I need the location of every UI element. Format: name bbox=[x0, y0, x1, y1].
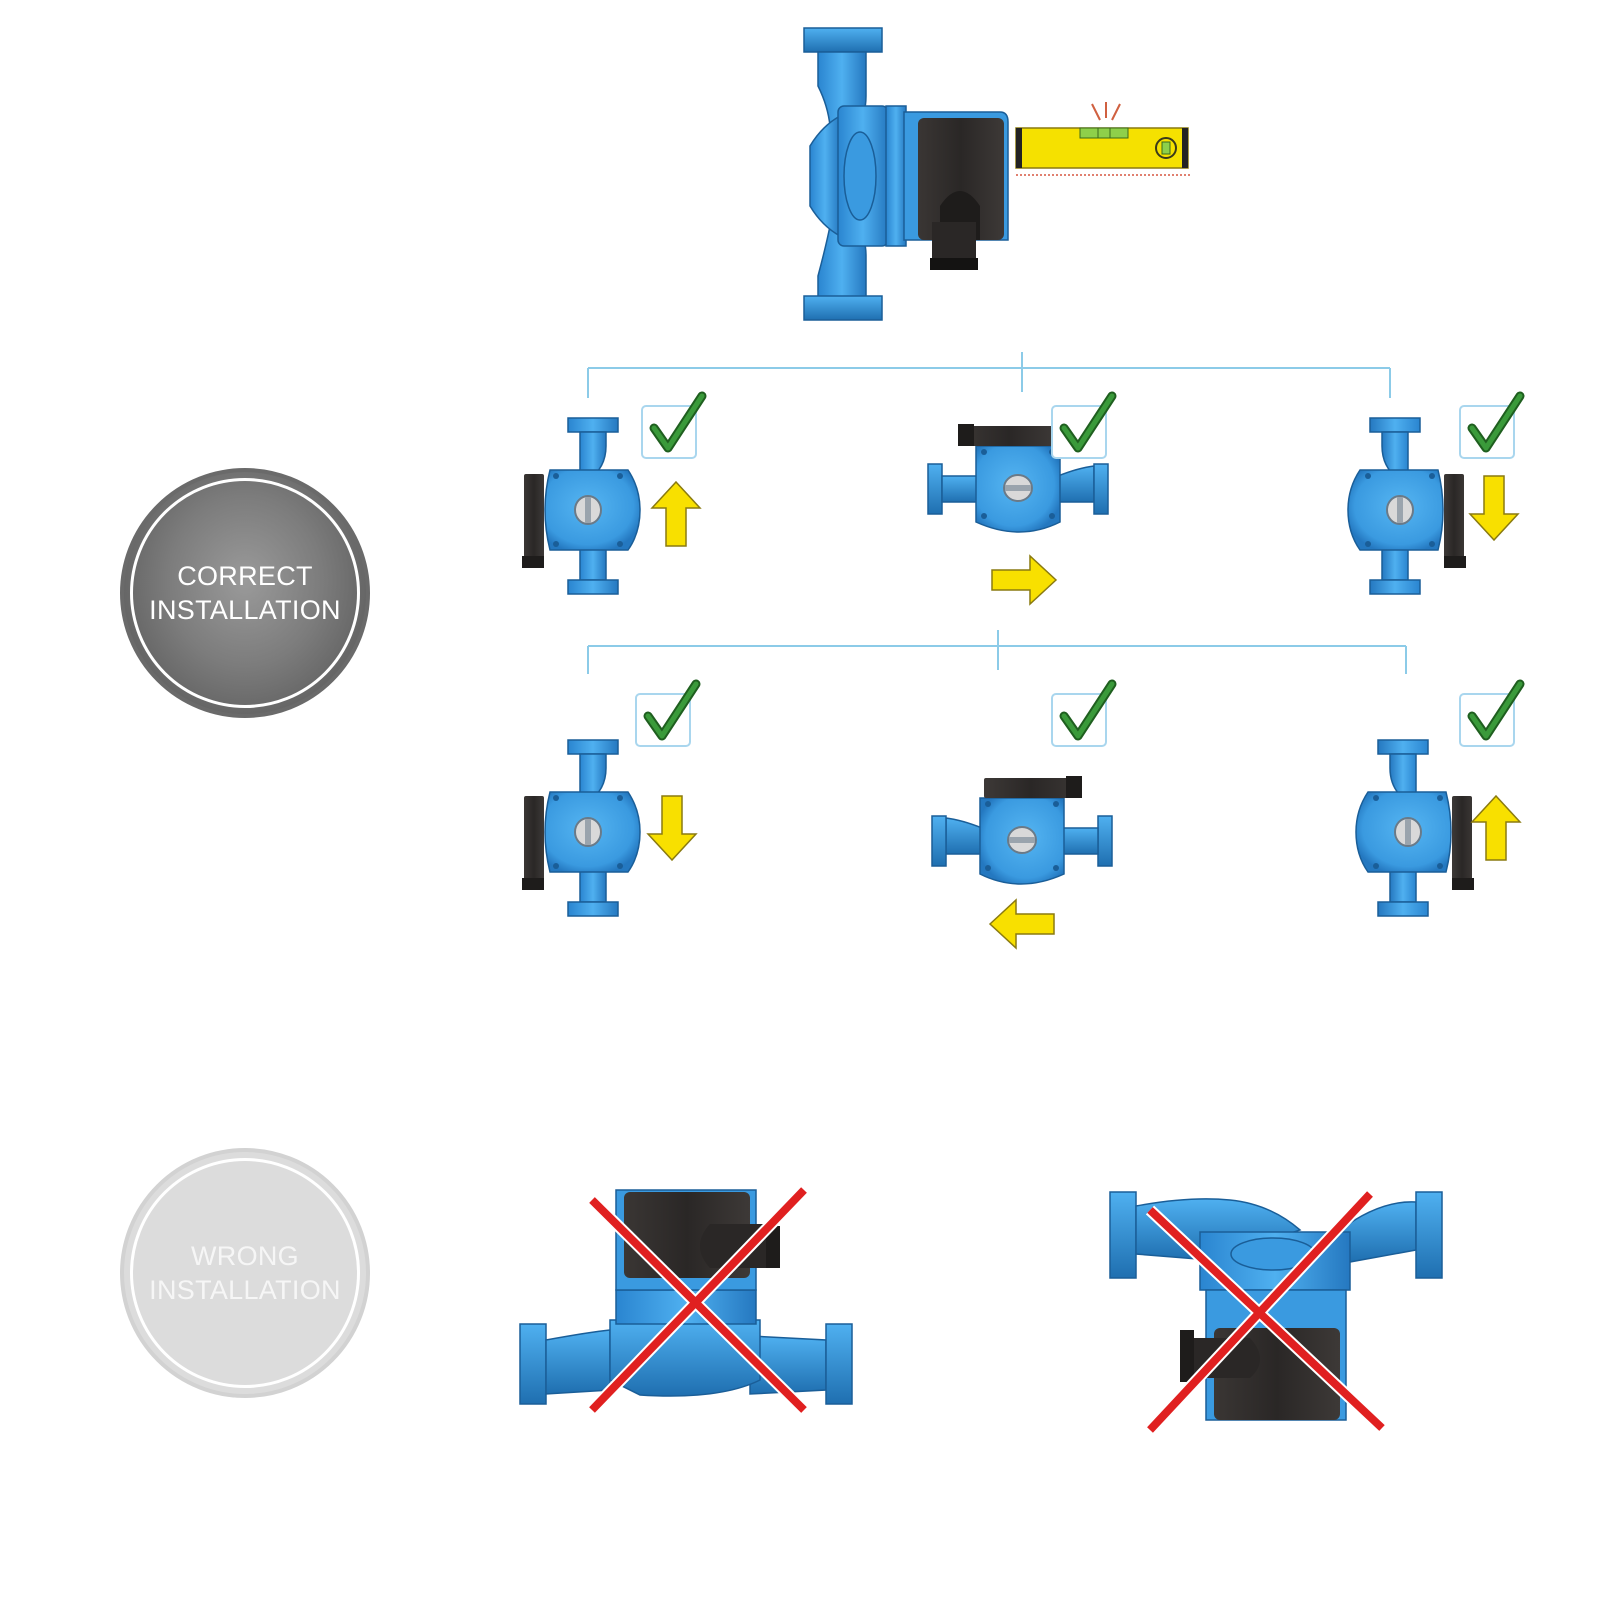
reference-pump-illustration bbox=[800, 26, 1200, 326]
correct-installation-badge: CORRECT INSTALLATION bbox=[120, 468, 370, 718]
pump-row2-left-icon bbox=[521, 739, 641, 917]
wrong-installation-label: WRONG INSTALLATION bbox=[149, 1241, 341, 1305]
check-icon bbox=[1460, 396, 1524, 462]
badge-ring bbox=[130, 1158, 360, 1388]
check-icon bbox=[636, 684, 700, 750]
check-icon bbox=[642, 396, 706, 462]
reference-pump-icon bbox=[803, 27, 1009, 321]
arrow-up-icon bbox=[651, 481, 701, 547]
arrow-left-icon bbox=[989, 899, 1055, 949]
spirit-level bbox=[1010, 100, 1200, 180]
wrong-pump-motor-down-icon bbox=[1109, 1189, 1443, 1435]
arrow-down-icon bbox=[647, 795, 697, 861]
pump-row1-left-icon bbox=[521, 417, 641, 595]
pump-row2-center-icon bbox=[931, 775, 1113, 885]
badge-ring bbox=[130, 478, 360, 708]
correct-installation-label: CORRECT INSTALLATION bbox=[149, 561, 341, 625]
check-icon bbox=[1052, 684, 1116, 750]
pump-row1-right-icon bbox=[1347, 417, 1467, 595]
arrow-up-icon bbox=[1471, 795, 1521, 861]
arrow-right-icon bbox=[991, 555, 1057, 605]
arrow-down-icon bbox=[1469, 475, 1519, 541]
wrong-pump-motor-up-icon bbox=[519, 1185, 853, 1415]
wrong-installation-badge: WRONG INSTALLATION bbox=[120, 1148, 370, 1398]
check-icon bbox=[1052, 396, 1116, 462]
pump-row2-right-icon bbox=[1355, 739, 1475, 917]
check-icon bbox=[1460, 684, 1524, 750]
spirit-level-icon bbox=[1015, 102, 1192, 176]
